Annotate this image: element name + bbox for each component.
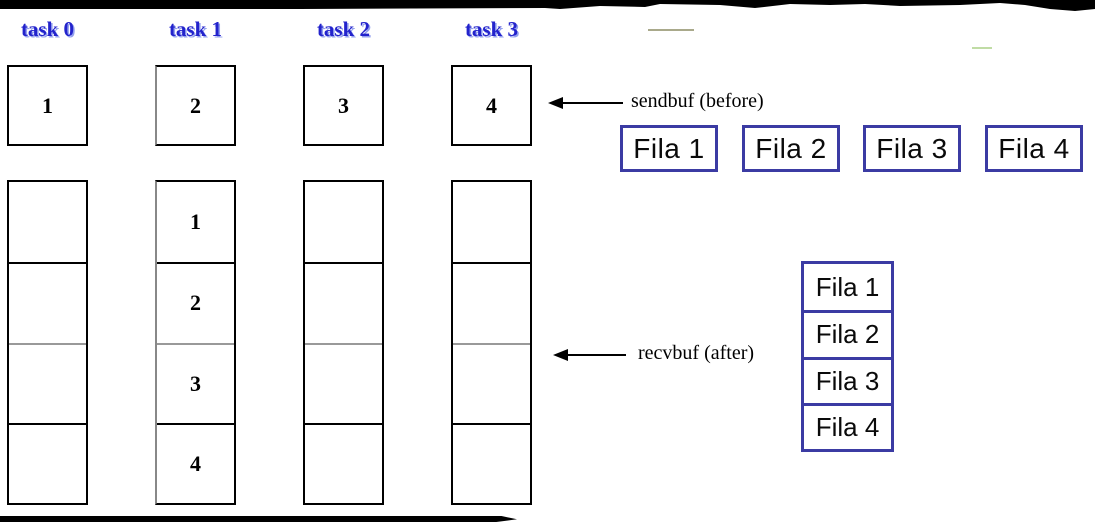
scan-artifact-dash [972,47,992,49]
task-3-label: task 3 [464,17,519,41]
recv-cell [305,422,382,503]
arrow-head-icon [548,97,563,109]
recv-value: 1 [190,209,201,235]
task-0-recvbuf-column [7,180,88,505]
recv-cell [9,342,86,423]
sendbuf-label: sendbuf (before) [631,90,764,112]
task-3-sendbuf-box: 4 [451,65,532,146]
arrow-line [568,354,626,356]
fila-label: Fila 1 [633,132,705,164]
left-arrow-icon [553,349,626,361]
fila-3-box: Fila 3 [863,125,961,172]
sendbuf-value: 1 [42,92,53,118]
recv-cell [305,262,382,342]
fila-2-box: Fila 2 [742,125,840,172]
sendbuf-value: 4 [486,92,497,118]
recv-value: 4 [190,450,201,476]
recv-cell: 2 [157,262,234,342]
fila-label: Fila 2 [755,132,827,164]
arrow-head-icon [553,349,568,361]
left-arrow-icon [548,97,623,109]
task-0-label: task 0 [20,17,75,41]
fila-1-box: Fila 1 [620,125,718,172]
task-2-sendbuf-box: 3 [303,65,384,146]
recvbuf-label: recvbuf (after) [638,342,755,364]
fila-label: Fila 2 [815,319,880,350]
task-1-recvbuf-column: 1 2 3 4 [155,180,236,505]
scan-artifact-dash [648,29,694,31]
recv-cell [305,182,382,262]
recv-cell [453,422,530,503]
recv-cell [9,262,86,342]
task-1-sendbuf-box: 2 [155,65,236,146]
recv-cell: 1 [157,182,234,262]
fila-label: Fila 1 [815,271,880,302]
task-0-sendbuf-box: 1 [7,65,88,146]
task-2-label: task 2 [316,17,371,41]
fila-label: Fila 3 [876,132,948,164]
recv-value: 2 [190,290,201,316]
fila-4-box: Fila 4 [985,125,1083,172]
fila-stack-cell: Fila 1 [804,264,891,310]
fila-stack-cell: Fila 3 [804,356,891,403]
sendbuf-value: 2 [190,92,201,118]
scan-artifact-bottom-edge [0,516,517,522]
recv-cell: 3 [157,342,234,423]
recv-cell [9,422,86,503]
recv-cell [9,182,86,262]
recv-cell: 4 [157,422,234,503]
recv-cell [305,342,382,423]
recv-cell [453,182,530,262]
arrow-line [563,102,623,104]
task-2-recvbuf-column [303,180,384,505]
recv-value: 3 [190,370,201,396]
recv-cell [453,342,530,423]
task-1-label: task 1 [168,17,223,41]
recv-cell [453,262,530,342]
sendbuf-value: 3 [338,92,349,118]
fila-stack: Fila 1 Fila 2 Fila 3 Fila 4 [801,261,894,452]
fila-label: Fila 3 [815,365,880,396]
fila-label: Fila 4 [815,411,880,442]
fila-stack-cell: Fila 4 [804,402,891,449]
task-3-recvbuf-column [451,180,532,505]
fila-stack-cell: Fila 2 [804,310,891,356]
fila-label: Fila 4 [998,132,1070,164]
